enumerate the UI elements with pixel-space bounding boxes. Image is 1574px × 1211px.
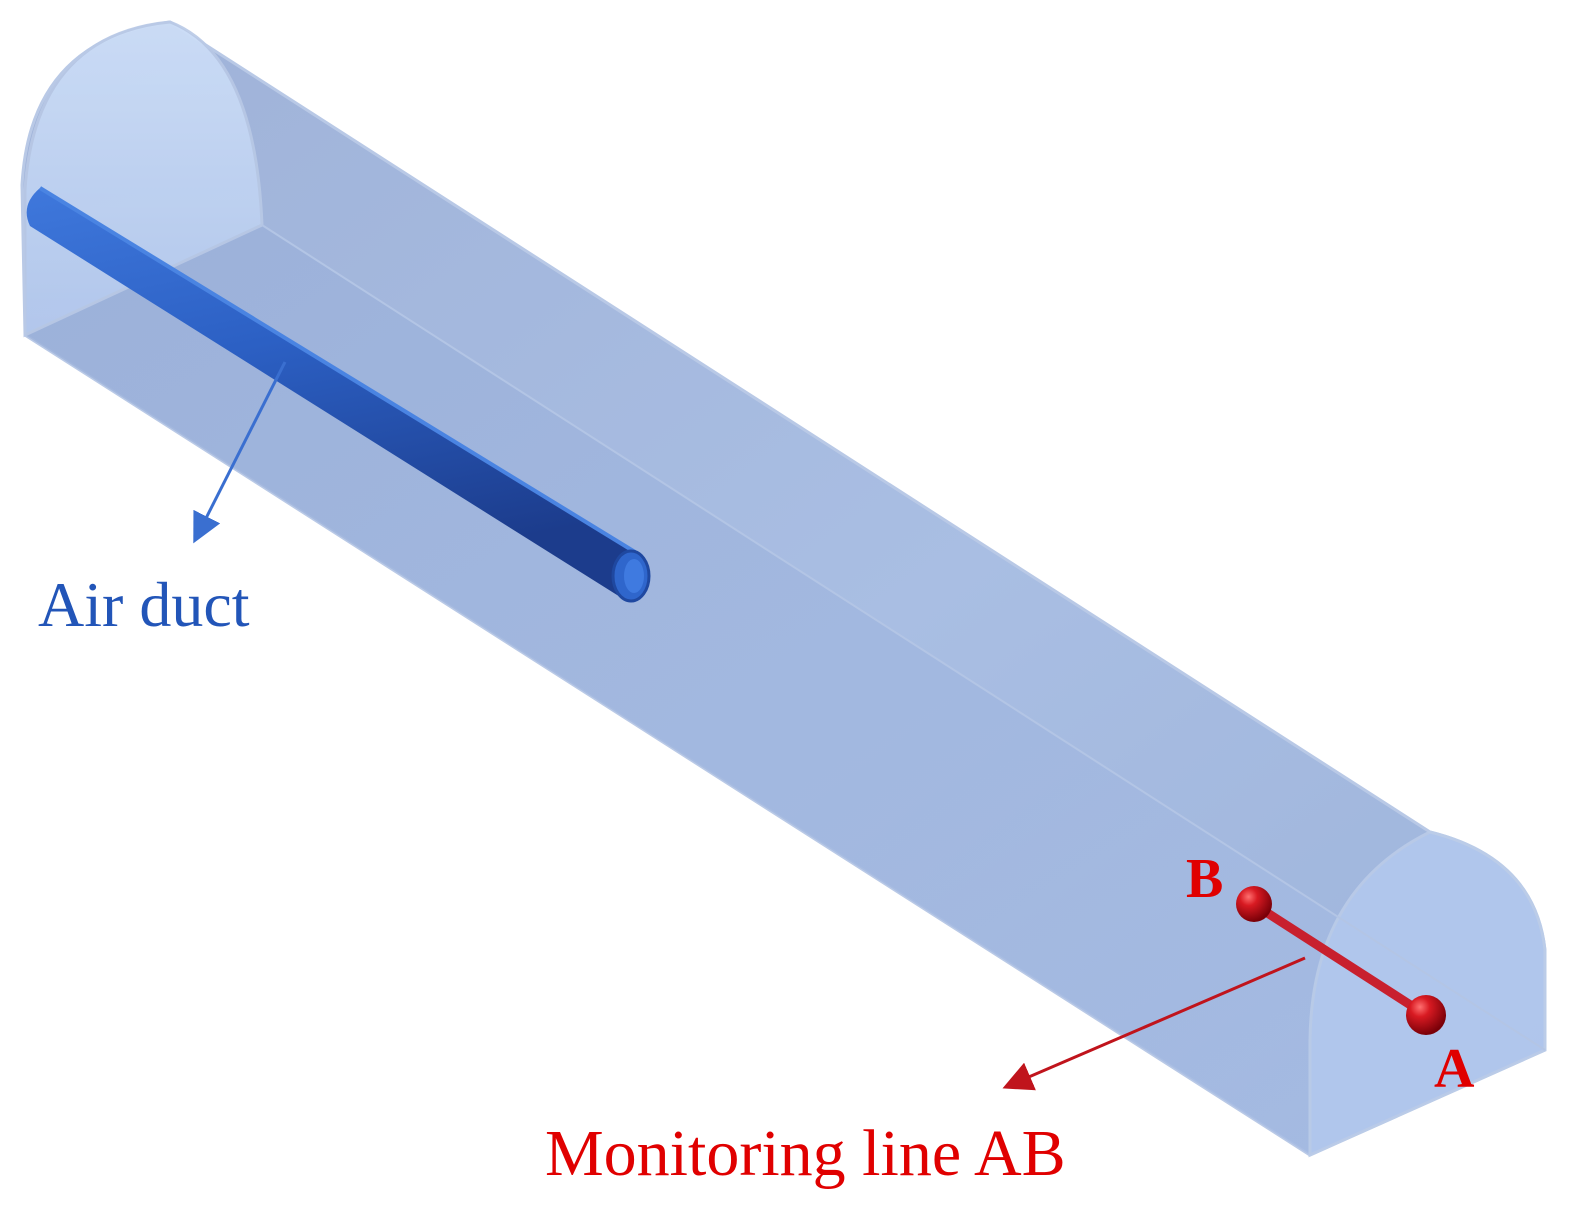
monitoring-line-ab <box>1236 886 1446 1035</box>
tunnel-inner-edge <box>261 224 1546 1051</box>
arrow-down-left-icon <box>193 361 287 544</box>
air-duct <box>26 186 651 603</box>
tunnel-end-cap-right <box>1308 830 1547 1158</box>
air-duct-label: Air duct <box>38 569 250 640</box>
arrow-down-left-icon <box>1002 956 1306 1091</box>
point-a-sphere <box>1406 995 1446 1035</box>
monitoring-line-label: Monitoring line AB <box>545 1117 1066 1190</box>
point-a-label: A <box>1434 1038 1475 1100</box>
point-b-sphere <box>1236 886 1272 922</box>
point-b-label: B <box>1186 848 1223 910</box>
